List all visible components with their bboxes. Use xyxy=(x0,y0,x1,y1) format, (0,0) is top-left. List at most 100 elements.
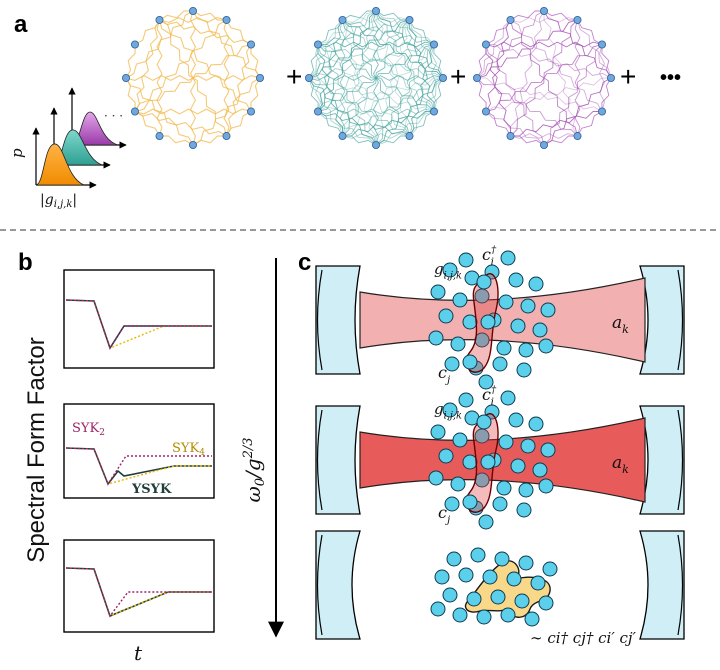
graph-node xyxy=(598,107,607,116)
interaction-graphs xyxy=(122,7,616,149)
graph-edge xyxy=(375,10,444,79)
atom xyxy=(442,587,458,603)
graph-node xyxy=(313,40,322,49)
graph-edge xyxy=(317,44,444,79)
interaction-graph-1 xyxy=(122,7,264,149)
atom xyxy=(490,589,506,605)
atom xyxy=(444,356,460,372)
atom xyxy=(500,607,516,623)
a-k-label: ak xyxy=(612,453,629,476)
graph-edge xyxy=(510,133,578,139)
graph-edge xyxy=(375,19,410,146)
graph-node xyxy=(188,140,197,149)
a-k-label: ak xyxy=(612,313,629,336)
atom xyxy=(542,561,558,577)
graph-edge xyxy=(510,19,578,137)
graph-edge xyxy=(476,19,511,79)
graph-edge xyxy=(485,41,603,48)
graph-edge xyxy=(226,44,252,137)
graph-edge xyxy=(134,19,160,112)
graph-edge xyxy=(192,77,261,146)
atom xyxy=(530,575,546,591)
graph-node xyxy=(405,132,414,141)
c-j-label: cj xyxy=(438,503,451,526)
sff-plot-2: SYK2 SYK4 YSYK xyxy=(63,403,215,499)
graph-edge xyxy=(192,135,227,146)
atom xyxy=(484,404,500,420)
graph-node xyxy=(304,74,313,83)
atom xyxy=(442,262,458,278)
graph-edge xyxy=(342,19,410,137)
atom xyxy=(452,292,468,308)
atom xyxy=(538,478,554,494)
graph-edge xyxy=(510,135,545,146)
graph-edge xyxy=(226,111,252,137)
graph-edge xyxy=(192,10,227,21)
graph-node xyxy=(438,74,447,83)
atom xyxy=(496,480,512,496)
sff-plot-1 xyxy=(63,269,215,369)
graph-edge xyxy=(308,44,319,79)
graph-node xyxy=(313,107,322,116)
atom xyxy=(470,547,486,563)
atom xyxy=(508,272,524,288)
graph-edge xyxy=(159,16,227,24)
graph-edge xyxy=(339,19,346,137)
atom xyxy=(520,298,536,314)
atom xyxy=(480,454,496,470)
graph-node xyxy=(472,74,481,83)
arrow-label: ω0/g2/3 xyxy=(241,437,268,502)
graph-edge xyxy=(510,17,578,23)
graph-edge xyxy=(317,19,410,112)
graph-edge xyxy=(433,44,444,79)
plus-2: + xyxy=(450,61,466,92)
graph-node xyxy=(540,140,549,149)
graph-edge xyxy=(574,19,581,137)
graph-edge xyxy=(510,10,545,137)
cavity-mirror xyxy=(639,405,685,515)
graph-edge xyxy=(308,10,377,79)
atom xyxy=(538,595,554,611)
panel-label-b: b xyxy=(18,249,33,276)
graph-edge xyxy=(601,77,612,112)
graph-edge xyxy=(250,44,261,79)
c-dagger-label: c†i xyxy=(482,244,497,268)
atom xyxy=(492,356,508,372)
graph-node xyxy=(122,74,131,83)
atom xyxy=(462,314,478,330)
atom xyxy=(540,302,556,318)
cavity-row-3: ∼ ci† cj† ci′ cj′ xyxy=(315,530,685,647)
cavity-mirror xyxy=(315,530,361,640)
graph-node xyxy=(155,15,164,24)
mirror-edge xyxy=(677,534,684,636)
graph-node xyxy=(573,15,582,24)
sff-frame-1 xyxy=(63,269,215,369)
graph-edge xyxy=(134,19,227,112)
graph-edge xyxy=(476,77,578,137)
graph-edge xyxy=(308,77,319,112)
atom xyxy=(458,392,474,408)
dist-xlabel: |gi,j,k| xyxy=(40,192,77,210)
atom xyxy=(510,458,526,474)
atom xyxy=(520,438,536,454)
graph-edge xyxy=(308,77,377,146)
atom xyxy=(528,276,544,292)
atom xyxy=(500,390,516,406)
graph-edge xyxy=(134,111,227,137)
atom xyxy=(498,434,514,450)
graph-edge xyxy=(543,77,612,146)
atom xyxy=(462,454,478,470)
atom xyxy=(540,442,556,458)
atom xyxy=(476,414,492,430)
atom xyxy=(514,593,530,609)
graph-edge xyxy=(409,44,435,137)
graph-node xyxy=(598,40,607,49)
graph-edge xyxy=(134,111,160,137)
graph-edge xyxy=(485,77,612,112)
graph-edge xyxy=(408,19,435,112)
atom xyxy=(506,571,522,587)
atom xyxy=(518,482,534,498)
graph-edge xyxy=(159,19,252,112)
graph-edge xyxy=(317,41,435,48)
